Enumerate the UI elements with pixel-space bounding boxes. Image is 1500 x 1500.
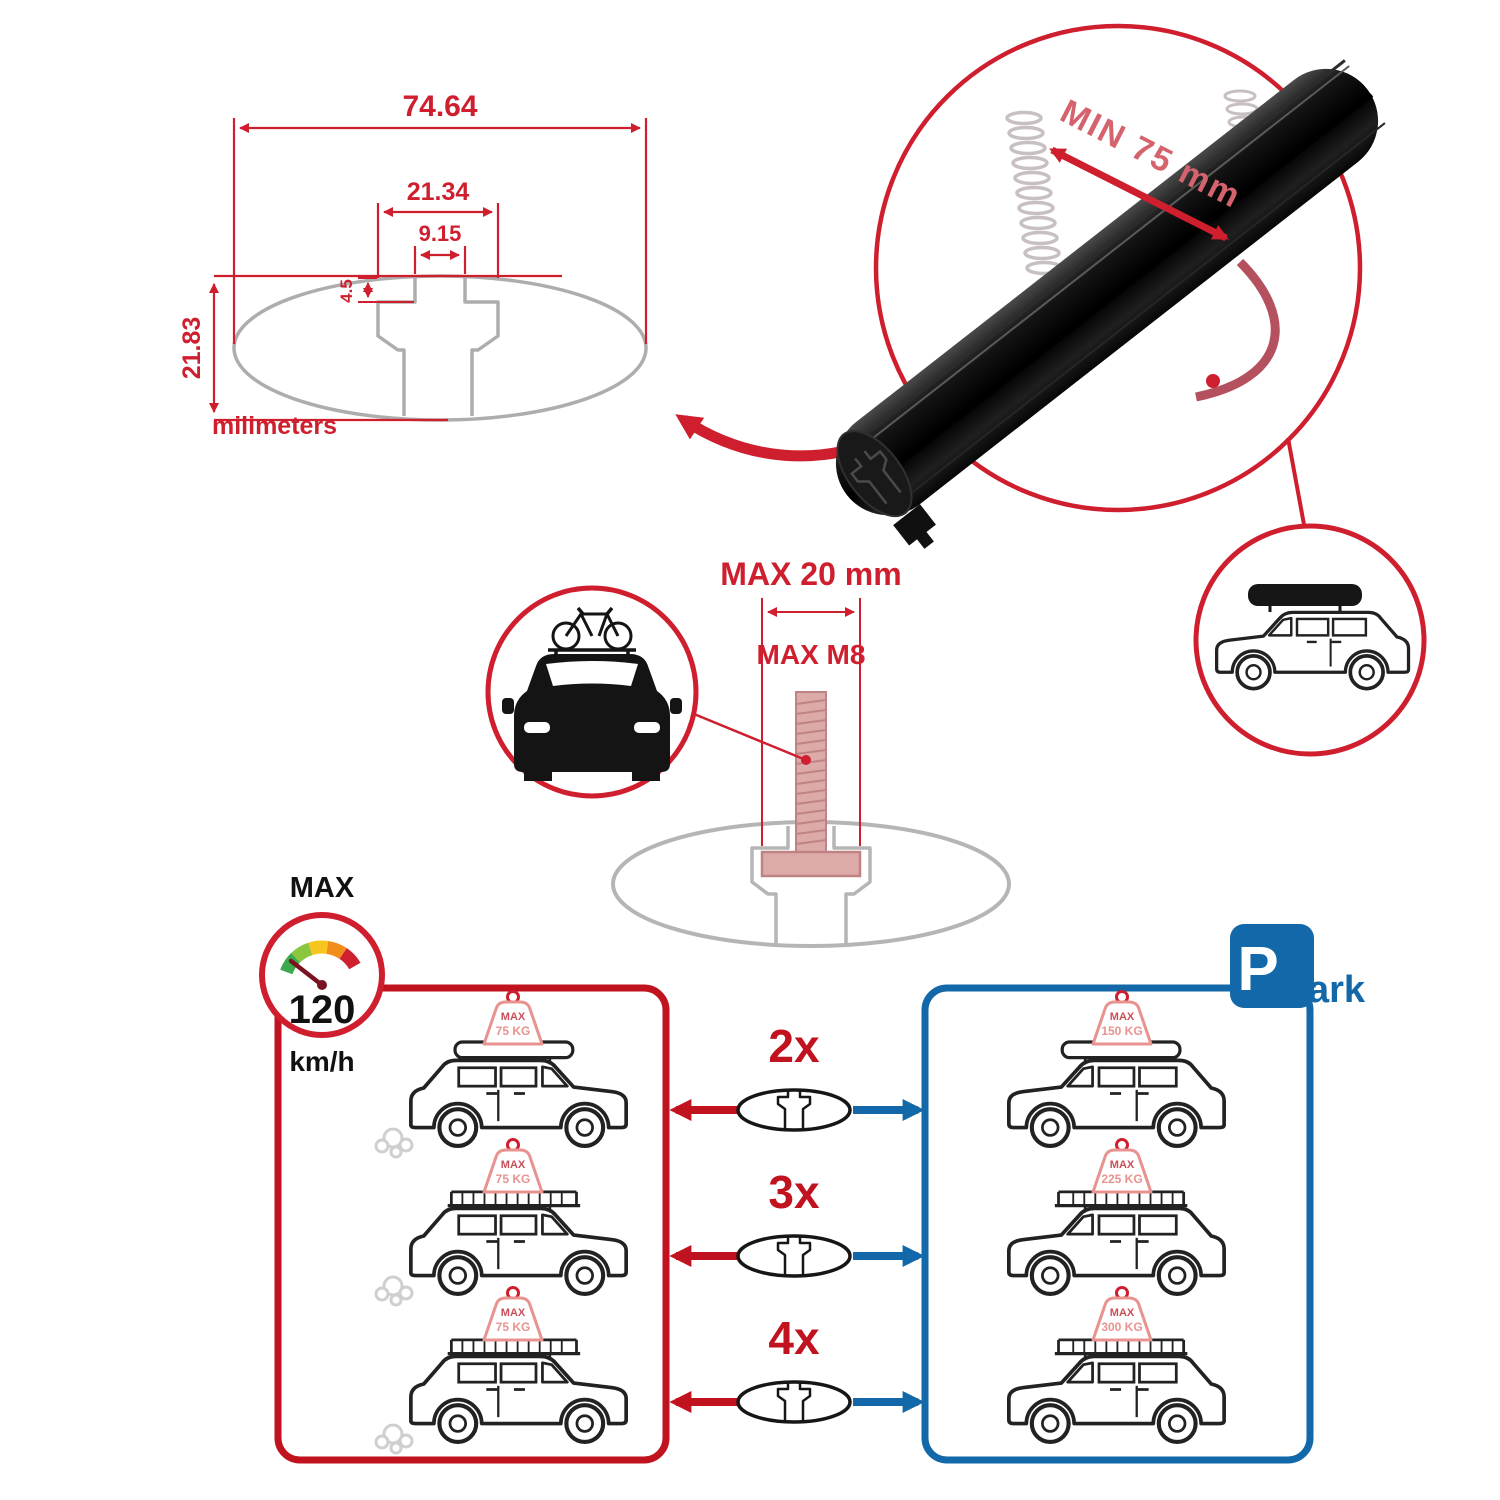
load-tag: MAX 75 KG [482,1138,544,1194]
bike-on-car-detail [485,585,699,799]
tag-load-value: 225 KG [1101,1172,1142,1186]
dim-channel-width-label: 21.34 [407,178,470,206]
tag-load-value: 300 KG [1101,1320,1142,1334]
crossbar-endview-icon [736,1380,852,1424]
tag-load-value: 75 KG [496,1024,531,1038]
tag-max-label: MAX [1110,1159,1135,1171]
crossbar-render-detail: MIN 75 mm [835,23,1386,549]
park-sign-ark: ark [1308,969,1366,1011]
tag-max-label: MAX [1110,1011,1135,1023]
roofbox-silhouette [1248,584,1362,606]
load-tag: MAX 75 KG [482,990,544,1046]
clamp-pivot-dot [1206,374,1220,388]
speedometer-needle [288,958,325,988]
units-label: milimeters [212,412,337,440]
bolt-tnut-flange [760,850,862,878]
count-3x: 3x [768,1166,820,1218]
load-tag: MAX 150 KG [1091,990,1153,1046]
dimension-lip-depth [358,277,414,303]
tag-load-value: 150 KG [1101,1024,1142,1038]
park-sign-square [1230,924,1314,1008]
dim-slot-width-label: 9.15 [419,221,462,246]
speed-value: 120 [289,988,356,1032]
tag-load-value: 75 KG [496,1172,531,1186]
crossbar-endview-icon [736,1234,852,1278]
count-2x: 2x [768,1020,820,1072]
dimension-slot-width [413,246,467,274]
speed-units: km/h [289,1046,354,1077]
load-tag: MAX 300 KG [1091,1286,1153,1342]
park-sign: P ark [1230,924,1366,1011]
dim-lip-depth-label: 4.5 [337,279,356,303]
tslot-gray-right [832,826,872,944]
crossbar-endcap [836,430,913,518]
dimension-channel-width [376,203,500,278]
dimension-overall-width [232,118,648,344]
detail-connector-line [1286,437,1307,531]
tslot-profile-left [376,277,417,416]
speed-max-label: MAX [290,872,355,904]
technical-drawing: 74.64 21.34 9.15 4.5 21.83 milimeters [178,90,648,440]
dimension-overall-height [209,274,562,422]
tslot-gray-left [750,826,790,944]
crossbar-render [835,59,1386,549]
park-sign-p: P [1237,935,1278,1004]
dim-overall-height-label: 21.83 [178,317,206,380]
bolt-leader-dot [801,755,811,765]
load-tag: MAX 75 KG [482,1286,544,1342]
crossbar-count-column: 2x 3x 4x [669,1020,925,1424]
car-front-silhouette [502,654,682,781]
min-span-arrow [1049,146,1229,242]
bolt-shaft [795,691,827,853]
count-4x: 4x [768,1312,820,1364]
tslot-profile-right [463,277,500,416]
parked-cars: MAX 150 KG MAX 225 KG MAX 300 KG [1009,990,1224,1442]
bolt-diagram: MAX 20 mm MAX M8 [611,556,1011,948]
tag-max-label: MAX [501,1307,526,1319]
speedometer-pivot [317,980,327,990]
bolt-threads [795,699,827,845]
tag-load-value: 75 KG [496,1320,531,1334]
dimension-bolt [761,598,861,846]
speed-limit-badge: MAX 120 km/h [259,872,385,1077]
clamp-strap-front [1195,258,1280,402]
bolt-leader-line [693,712,807,762]
speedometer-gauge [280,940,361,975]
driving-cars: MAX 75 KG MAX 75 KG MAX 75 KG [374,990,626,1455]
tag-max-label: MAX [1110,1307,1135,1319]
dim-overall-width-label: 74.64 [402,90,477,123]
crossbar-profile-ellipse [232,274,648,422]
bolt-max-thread-label: MAX M8 [757,639,866,670]
tag-max-label: MAX [501,1159,526,1171]
speedometer-circle [259,912,385,1038]
tag-max-label: MAX [501,1011,526,1023]
crossbar-endview-icon [736,1088,852,1132]
bolt-max-length-label: MAX 20 mm [720,556,901,592]
load-tag: MAX 225 KG [1091,1138,1153,1194]
crossbar-foot [893,504,936,549]
suv-roofbox-detail [1193,523,1427,757]
